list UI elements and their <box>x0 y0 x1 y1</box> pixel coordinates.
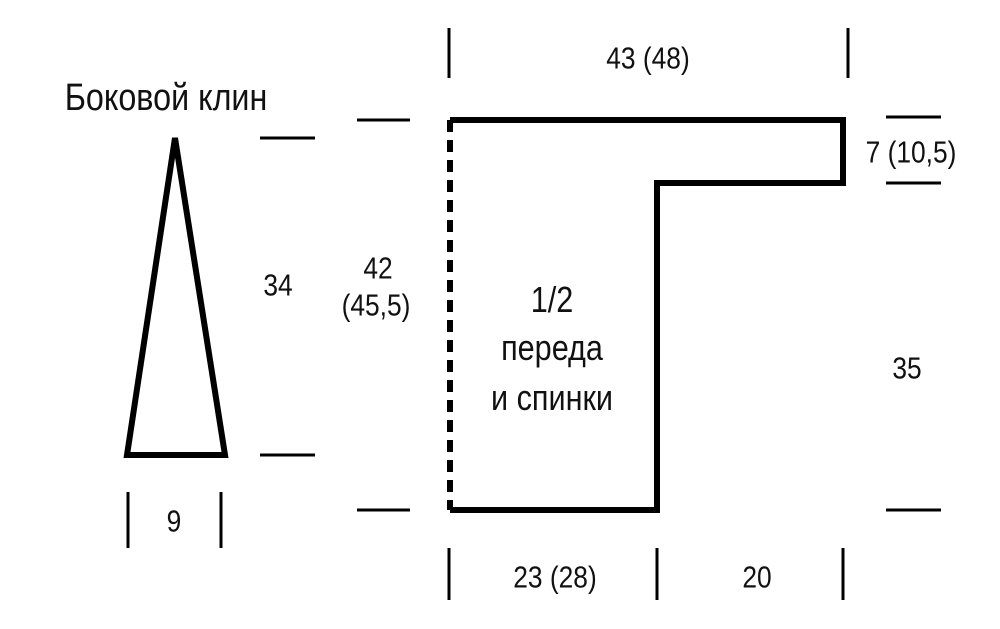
panel-right-height-label: 35 <box>892 350 922 386</box>
panel-left-height-label: 42 <box>363 250 393 286</box>
panel-bottom-right-label: 20 <box>742 559 772 595</box>
panel-bottom-left-label: 23 (28) <box>513 559 597 595</box>
wedge-title: Боковой клин <box>64 77 268 119</box>
panel-label-fraction: 1/2 <box>530 279 574 320</box>
panel-label-back: и спинки <box>491 377 613 418</box>
wedge-height-label: 34 <box>263 267 293 303</box>
panel-right-step-label: 7 (10,5) <box>865 134 957 170</box>
panel-label-front: переда <box>501 327 603 368</box>
wedge-base-label: 9 <box>166 503 182 539</box>
panel-outline <box>450 117 846 513</box>
side-wedge-shape <box>123 137 229 458</box>
panel-left-height-alt-label: (45,5) <box>341 287 411 323</box>
dimension-ticks <box>126 28 941 600</box>
panel-top-width-label: 43 (48) <box>606 40 690 76</box>
